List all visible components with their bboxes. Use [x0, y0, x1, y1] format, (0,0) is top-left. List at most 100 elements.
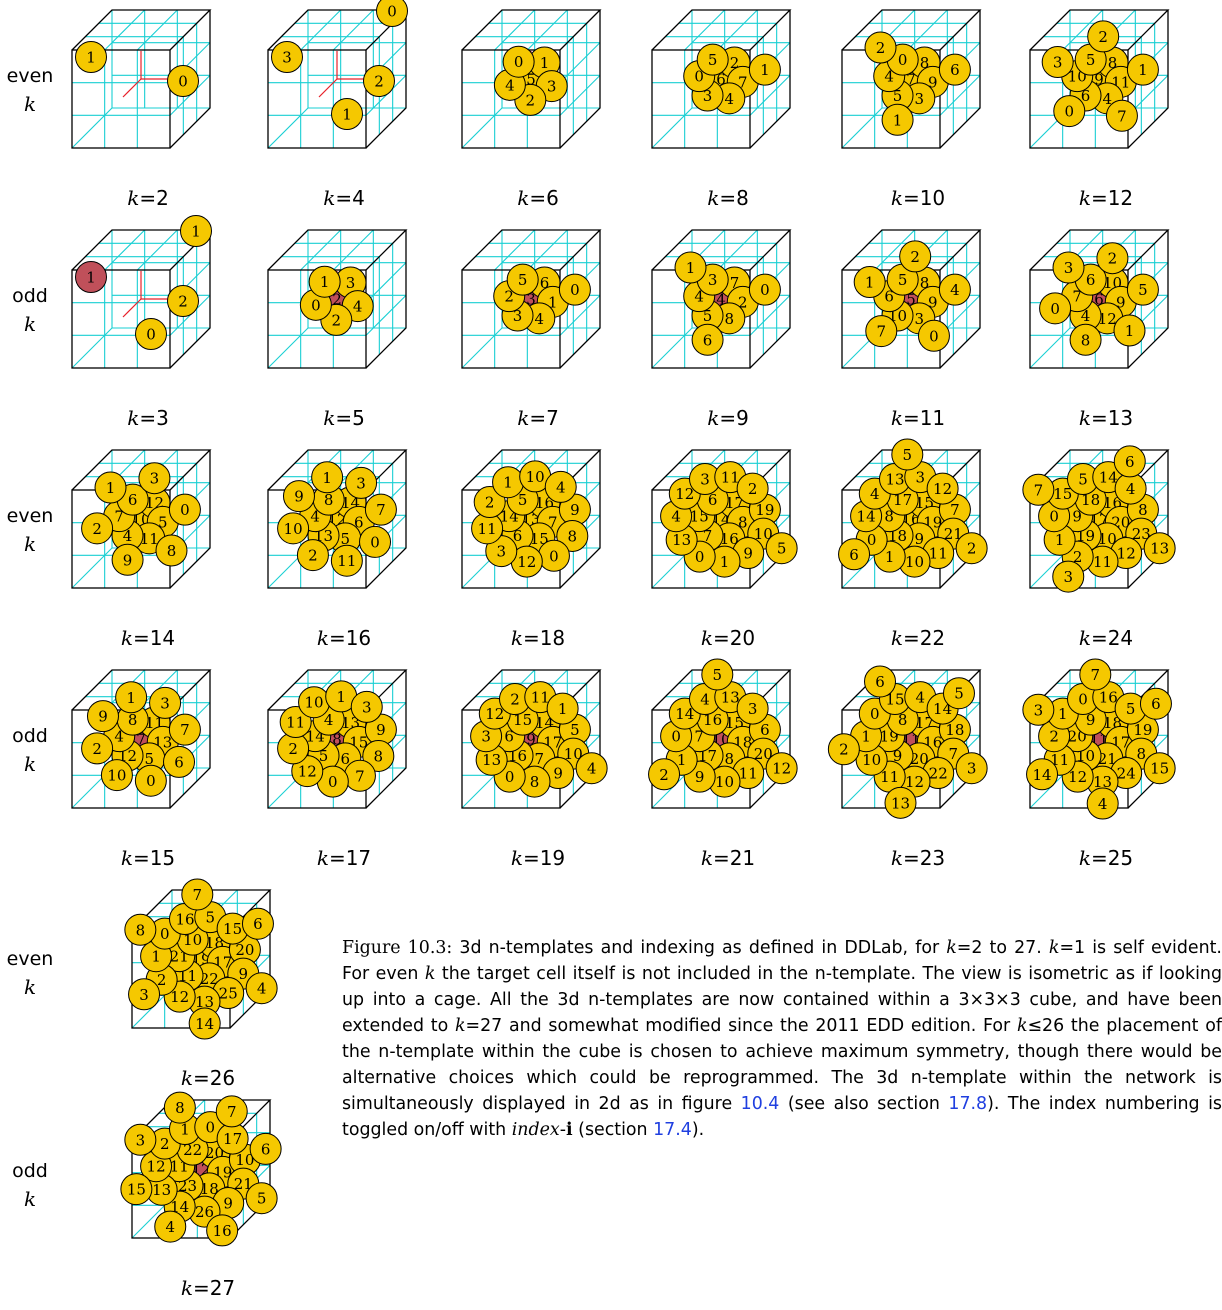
cell-index-label: 1: [126, 689, 136, 707]
cell-index-label: 8: [1138, 501, 1148, 519]
neighbor-cell: 5: [696, 43, 729, 76]
cell-index-label: 1: [86, 49, 96, 67]
caption-text: (section: [572, 1120, 654, 1140]
cell-index-label: 7: [876, 323, 886, 341]
k-value: =24: [1090, 626, 1134, 650]
cell-index-label: 5: [708, 51, 718, 69]
neighbor-cell: 6: [938, 53, 971, 86]
cell-index-label: 10: [235, 1151, 254, 1169]
cell-index-label: 8: [725, 750, 735, 768]
cell-index-label: 13: [672, 531, 691, 549]
cell-index-label: 9: [1116, 293, 1126, 311]
k-value: =16: [328, 626, 372, 650]
cell-index-label: 5: [893, 87, 903, 105]
cell-index-label: 6: [253, 915, 263, 933]
cell-index-label: 2: [157, 971, 167, 989]
cell-index-label: 5: [954, 685, 964, 703]
cell-index-label: 10: [1098, 530, 1117, 548]
cell-index-label: 4: [671, 508, 681, 526]
cell-index-label: 21: [234, 1175, 253, 1193]
cell-index-label: 4: [114, 728, 124, 746]
k-value: =23: [902, 846, 946, 870]
k-value-label: k=3: [58, 406, 238, 430]
k-value-label: k=7: [448, 406, 628, 430]
cell-index-label: 8: [175, 1099, 185, 1117]
cell-index-label: 4: [870, 485, 880, 503]
neighbor-cell: 0: [167, 65, 199, 97]
cell-index-label: 0: [929, 327, 939, 345]
cell-index-label: 8: [568, 527, 578, 545]
cell-index-label: 7: [703, 527, 713, 545]
neighbor-cell: 13: [1143, 532, 1176, 565]
cell-index-label: 4: [505, 76, 515, 94]
cell-index-label: 1: [106, 479, 116, 497]
k-value-label: k=11: [828, 406, 1008, 430]
cell-index-label: 2: [526, 91, 536, 109]
cell-index-label: 7: [1034, 481, 1044, 499]
section-reference-link[interactable]: 17.8: [948, 1094, 988, 1114]
cell-index-label: 2: [504, 288, 514, 306]
k-var: k: [517, 186, 530, 210]
k-value: =2: [139, 186, 169, 210]
cell-index-label: 9: [928, 73, 938, 91]
cell-index-label: 16: [175, 911, 194, 929]
cell-index-label: 8: [725, 310, 735, 328]
cell-index-label: 15: [885, 691, 904, 709]
neighbor-cell: 3: [128, 978, 161, 1011]
cell-index-label: 2: [748, 480, 758, 498]
cell-index-label: 3: [1053, 54, 1063, 72]
cell-index-label: 4: [1081, 307, 1091, 325]
cell-index-label: 12: [905, 773, 924, 791]
k-value-label: k=20: [638, 626, 818, 650]
k-value-label: k=15: [58, 846, 238, 870]
k-var: k: [127, 406, 140, 430]
cell-index-label: 5: [713, 666, 723, 684]
cell-index-label: 5: [898, 271, 908, 289]
cell-index-label: 17: [893, 491, 912, 509]
cell-index-label: 2: [738, 293, 748, 311]
neighbor-cell: 1: [853, 266, 886, 299]
k-value: =17: [328, 846, 372, 870]
cell-index-label: 8: [167, 542, 177, 560]
k-var: k: [127, 186, 140, 210]
figure-reference-link[interactable]: 10.4: [740, 1094, 780, 1114]
k-value: =10: [902, 186, 946, 210]
cell-index-label: 14: [857, 508, 876, 526]
cell-index-label: 3: [748, 700, 758, 718]
k-var: k: [890, 406, 903, 430]
cell-index-label: 9: [915, 530, 925, 548]
cell-index-label: 6: [875, 673, 885, 691]
section-reference-link[interactable]: 17.4: [653, 1120, 692, 1140]
cell-index-label: 12: [772, 760, 791, 778]
k-value: =20: [712, 626, 756, 650]
neighbor-cell: 11: [330, 544, 363, 577]
cell-index-label: 6: [341, 750, 351, 768]
k-var: k: [1078, 406, 1091, 430]
neighbor-cell: 12: [926, 472, 959, 505]
cell-index-label: 11: [140, 530, 159, 548]
neighbor-cell: 7: [181, 878, 214, 911]
cube-outline: [71, 9, 212, 149]
cell-index-label: 19: [755, 501, 774, 519]
cell-index-label: 1: [1138, 61, 1148, 79]
cell-index-label: 2: [374, 73, 384, 91]
cell-index-label: 9: [553, 765, 563, 783]
cell-index-label: 4: [1103, 90, 1113, 108]
cell-index-label: 5: [777, 540, 787, 558]
cell-index-label: 14: [195, 1015, 214, 1033]
k-value: =9: [719, 406, 749, 430]
cell-index-label: 12: [485, 705, 504, 723]
cell-index-label: 6: [354, 513, 364, 531]
neighbor-cell: 7: [1022, 473, 1055, 506]
cell-index-label: 13: [152, 1181, 171, 1199]
cell-index-label: 3: [1034, 701, 1044, 719]
